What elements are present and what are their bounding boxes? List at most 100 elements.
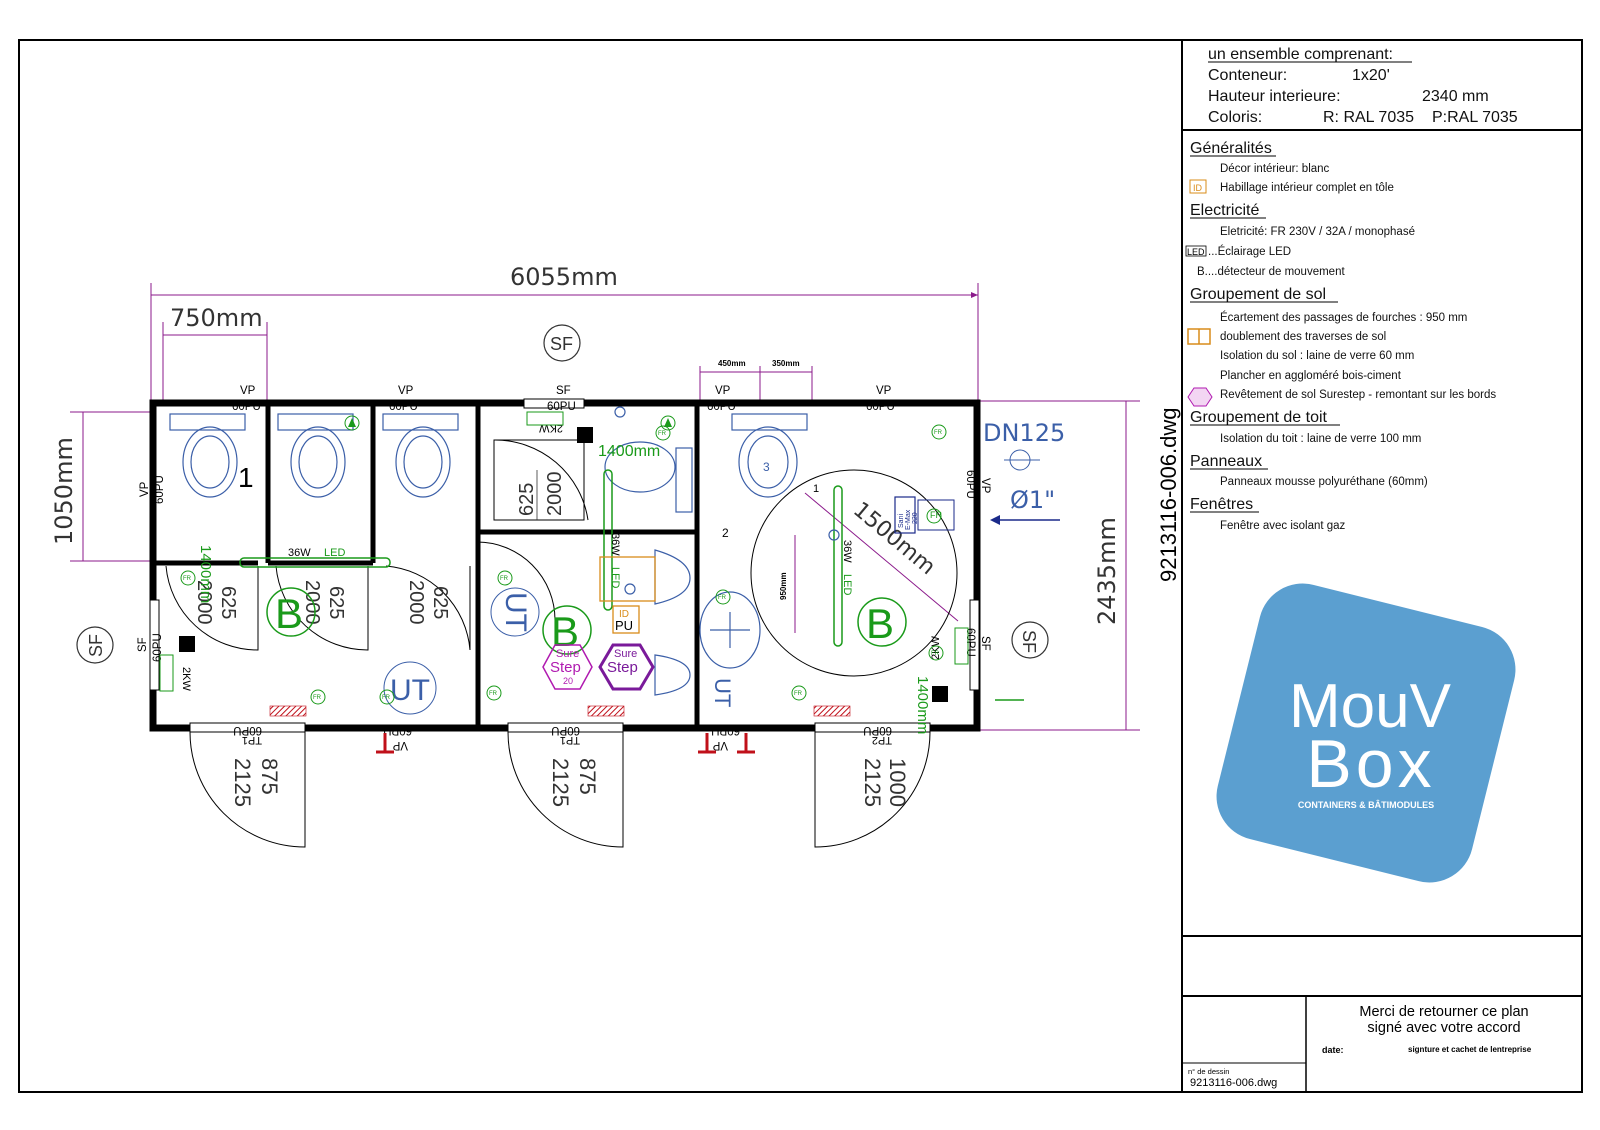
legend-doublement: doublement des traverses de sol bbox=[1220, 331, 1386, 343]
legend-electricite: Electricité bbox=[1190, 202, 1259, 219]
ut-circle-2 bbox=[490, 587, 540, 637]
ut-1: UT bbox=[390, 674, 430, 707]
fr-6: FR bbox=[934, 430, 943, 436]
legend-eclairage: ...Éclairage LED bbox=[1208, 245, 1291, 258]
dim-750: 750mm bbox=[170, 304, 263, 332]
surestep-hex-1-icon bbox=[542, 644, 593, 690]
header-line1: un ensemble comprenant: bbox=[1208, 46, 1393, 63]
door-2000-b: 2000 bbox=[301, 580, 323, 625]
wall-pu-bottom4: 60PU bbox=[551, 724, 580, 736]
detector-b2: B bbox=[551, 608, 579, 655]
sf-circle-left bbox=[76, 626, 114, 664]
heater-2-icon bbox=[577, 427, 593, 443]
coloris-p: P:RAL 7035 bbox=[1432, 109, 1518, 126]
wall-vp-left: VP bbox=[139, 481, 151, 497]
legend-panneaux-detail: Panneaux mousse polyuréthane (60mm) bbox=[1220, 476, 1428, 488]
motion-detectors bbox=[266, 587, 907, 655]
wall-vp-bottom2: VP bbox=[712, 739, 728, 751]
detector-b3-icon bbox=[857, 597, 907, 647]
dim-1400-right: 1400mm bbox=[914, 676, 931, 734]
date-label: date: bbox=[1322, 1045, 1344, 1055]
detector-b1: B bbox=[275, 590, 303, 637]
door-2125-c: 2125 bbox=[860, 758, 885, 807]
mouvbox-logo: MouV Box CONTAINERS & BÂTIMODULES bbox=[1216, 583, 1516, 883]
conteneur-value: 1x20' bbox=[1352, 67, 1390, 84]
exterior-doors bbox=[189, 731, 931, 848]
vent-markers bbox=[344, 415, 676, 431]
led-tag-box bbox=[1185, 245, 1207, 257]
wall-pu-right2: 60PU bbox=[964, 628, 976, 657]
wall-vp-4: VP bbox=[715, 385, 731, 397]
pu-label: PU bbox=[615, 618, 633, 633]
sf-circle-right bbox=[1011, 621, 1049, 659]
wall-pu-left: 60PU bbox=[154, 475, 166, 504]
footer-block: Merci de retourner ce plan signé avec vo… bbox=[1188, 1004, 1532, 1089]
drain-icon-2 bbox=[614, 406, 626, 418]
heater-2kw-1: 2KW bbox=[180, 667, 192, 691]
wall-pu-bottom5: 60PU bbox=[863, 724, 892, 736]
door-2125-b: 2125 bbox=[548, 758, 573, 807]
dim-1400-top: 1400mm bbox=[598, 443, 660, 460]
emax-label: E-Max bbox=[905, 509, 912, 530]
legend-groupement-toit: Groupement de toit bbox=[1190, 409, 1328, 426]
dim-350: 350mm bbox=[772, 359, 800, 368]
sf-left: SF bbox=[86, 634, 106, 657]
wall-pu-5: 60PU bbox=[866, 401, 895, 413]
id-box bbox=[599, 556, 656, 602]
fr-2: FR bbox=[382, 695, 391, 701]
wall-pu-3: 60PU bbox=[547, 401, 576, 413]
legend-revetement: Revêtement de sol Surestep - remontant s… bbox=[1220, 389, 1496, 401]
led-label-3: LED bbox=[841, 574, 853, 595]
sf-top: SF bbox=[550, 334, 573, 354]
sani-label: Sani bbox=[898, 514, 905, 528]
legend-isolation-toit: Isolation du toit : laine de verre 100 m… bbox=[1220, 433, 1421, 445]
legend-ecartement: Écartement des passages de fourches : 95… bbox=[1220, 311, 1467, 324]
surestep-icon bbox=[1187, 387, 1213, 407]
dimension-lines bbox=[70, 283, 1140, 731]
wall-vp-2: VP bbox=[398, 385, 414, 397]
toilet-4-icon bbox=[738, 426, 798, 498]
floor-plan: 6055mm 750mm 1050mm 2435mm 450mm 350mm 9… bbox=[50, 263, 1140, 848]
wall-labels: VP 60PU VP 60PU SF 60PU VP 60PU VP 60PU … bbox=[137, 385, 991, 751]
surestep-sure-1: Sure bbox=[556, 648, 579, 660]
hatch-2 bbox=[587, 705, 625, 717]
legend-isolation-sol: Isolation du sol : laine de verre 60 mm bbox=[1220, 350, 1414, 362]
door-2125-a: 2125 bbox=[230, 758, 255, 807]
logo-tagline: CONTAINERS & BÂTIMODULES bbox=[1298, 799, 1434, 810]
hauteur-value: 2340 mm bbox=[1422, 88, 1489, 105]
wall-pu-right: 60PU bbox=[964, 470, 976, 499]
surestep-20: 20 bbox=[563, 676, 573, 686]
wall-pu-bottom2: 60PU bbox=[711, 724, 740, 736]
led-36w-2: 36W bbox=[609, 533, 621, 556]
legend-elec-detail: Eletricité: FR 230V / 32A / monophasé bbox=[1220, 226, 1415, 238]
wall-pu-2: 60PU bbox=[389, 401, 418, 413]
header-block: un ensemble comprenant: Conteneur: 1x20'… bbox=[1208, 46, 1518, 126]
shower-2000: 2000 bbox=[544, 472, 566, 517]
door-1000: 1000 bbox=[885, 758, 910, 807]
dn125: DN125 bbox=[983, 419, 1065, 447]
coloris-r: R: RAL 7035 bbox=[1323, 109, 1414, 126]
led-tag: LED bbox=[1187, 247, 1205, 257]
toilet-3-icon bbox=[395, 426, 451, 498]
led-lights bbox=[239, 469, 843, 647]
fr-1: FR bbox=[313, 695, 322, 701]
ut-2: UT bbox=[499, 592, 532, 632]
fr-10: FR bbox=[500, 576, 509, 582]
vertical-filename: 9213116-006.dwg bbox=[1156, 407, 1181, 582]
door-2000-c: 2000 bbox=[405, 580, 427, 625]
merci-line1: Merci de retourner ce plan bbox=[1359, 1004, 1528, 1020]
hatch-3 bbox=[813, 705, 851, 717]
radiators bbox=[159, 411, 969, 692]
merci-line2: signé avec votre accord bbox=[1367, 1020, 1520, 1036]
ut-circle-1 bbox=[383, 661, 437, 715]
interior-doors bbox=[165, 540, 698, 651]
sf-circle-top bbox=[543, 324, 581, 362]
legend-detecteur: B....détecteur de mouvement bbox=[1197, 266, 1345, 278]
fr-3: FR bbox=[489, 691, 498, 697]
toilet-1-icon bbox=[182, 426, 238, 498]
legend-plancher: Plancher en aggloméré bois-ciment bbox=[1220, 370, 1402, 382]
wall-pu-left2: 60PU bbox=[152, 633, 164, 662]
detector-b3: B bbox=[866, 600, 894, 647]
sani-fr-box bbox=[917, 499, 955, 531]
